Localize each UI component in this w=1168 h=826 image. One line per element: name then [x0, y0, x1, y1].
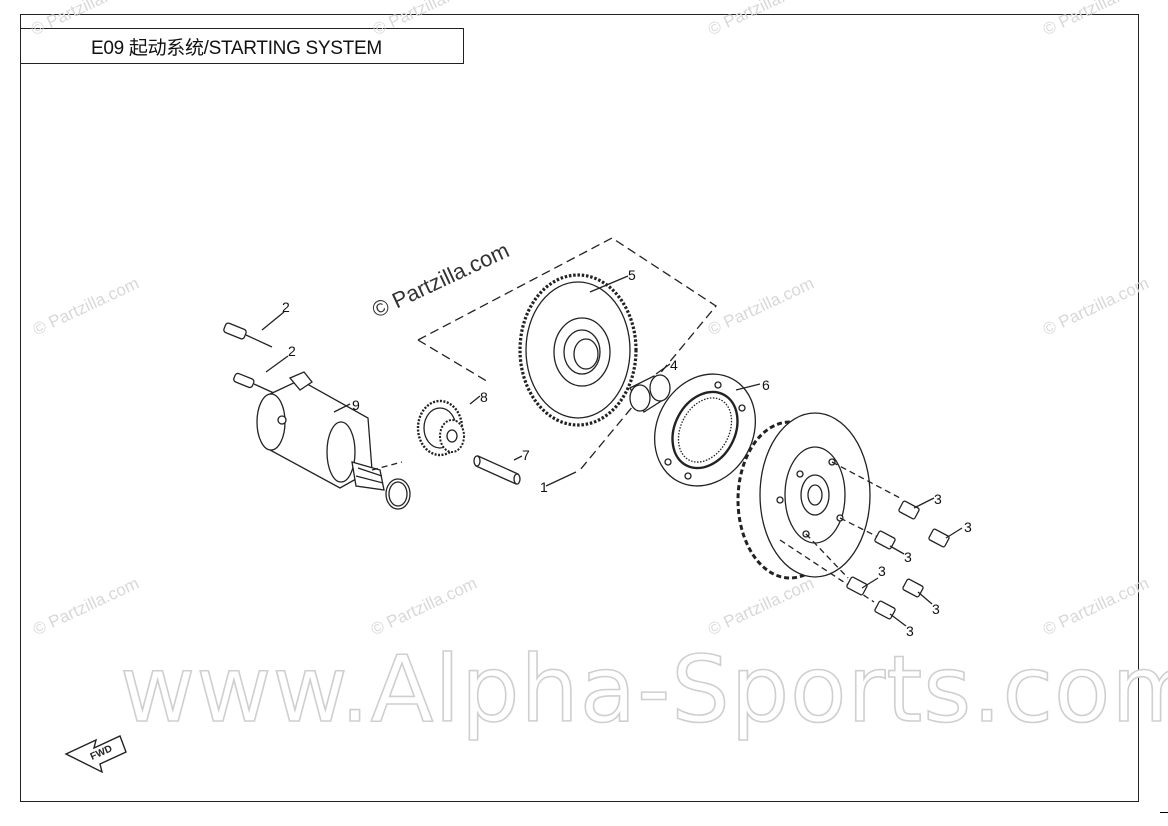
o-ring	[385, 478, 411, 510]
callout-1: 1	[540, 479, 548, 495]
callout-3: 3	[932, 601, 940, 617]
page-title: E09 起动系统/STARTING SYSTEM	[91, 37, 382, 59]
bolt-2-lower	[233, 372, 277, 395]
flywheel-rotor	[736, 412, 871, 580]
title-box: E09 起动系统/STARTING SYSTEM	[20, 28, 464, 64]
callout-3: 3	[964, 519, 972, 535]
watermark-main: www.Alpha-Sports.com	[119, 635, 1168, 744]
callout-3: 3	[878, 563, 886, 579]
callout-7: 7	[522, 447, 530, 463]
callout-8: 8	[480, 389, 488, 405]
callout-3: 3	[934, 491, 942, 507]
leader-lines	[261, 275, 963, 627]
bolt-2-upper	[223, 322, 273, 348]
callout-3: 3	[904, 549, 912, 565]
callout-2-upper: 2	[282, 299, 290, 315]
bolts-3	[779, 461, 950, 620]
edge-tick	[1160, 812, 1168, 813]
callout-2-lower: 2	[288, 343, 296, 359]
callout-6: 6	[762, 377, 770, 393]
starter-motor-9	[256, 371, 403, 491]
starter-driven-gear-5	[518, 273, 638, 427]
needle-bearing-4	[629, 374, 671, 413]
shaft-7	[473, 455, 521, 485]
callout-4: 4	[670, 357, 678, 373]
drawing-frame	[20, 14, 1139, 802]
one-way-clutch-6	[653, 373, 757, 487]
callout-3: 3	[906, 623, 914, 639]
fwd-arrow-icon	[64, 735, 127, 774]
callout-5: 5	[628, 267, 636, 283]
idler-gear-8	[416, 399, 465, 457]
callout-9: 9	[352, 397, 360, 413]
